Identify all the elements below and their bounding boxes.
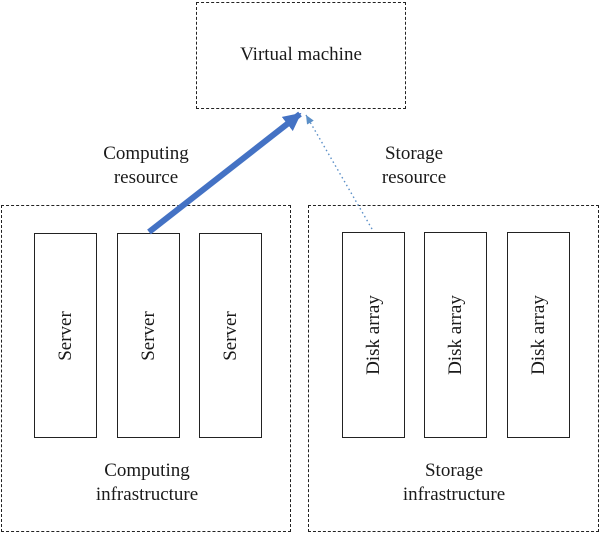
- server-label: Server: [137, 310, 159, 361]
- disk-array-label: Disk array: [362, 295, 384, 375]
- disk-array-box: Disk array: [424, 232, 487, 438]
- disk-array-label: Disk array: [527, 295, 549, 375]
- server-box: Server: [34, 233, 97, 438]
- computing-resource-label: Computing resource: [103, 143, 189, 188]
- virtual-machine-label: Virtual machine: [240, 44, 362, 65]
- server-box: Server: [199, 233, 262, 438]
- storage-infrastructure-label: Storage infrastructure: [402, 460, 506, 505]
- disk-array-box: Disk array: [507, 232, 570, 438]
- computing-infrastructure-box: Server Server Server Computing infrastru…: [1, 205, 291, 532]
- storage-infrastructure-box: Disk array Disk array Disk array Storage…: [308, 205, 599, 532]
- disk-array-label: Disk array: [444, 295, 466, 375]
- computing-infrastructure-label: Computing infrastructure: [95, 460, 199, 505]
- storage-resource-label: Storage resource: [381, 143, 447, 188]
- disk-array-box: Disk array: [342, 232, 405, 438]
- virtual-machine-box: Virtual machine: [196, 2, 406, 109]
- server-label: Server: [219, 310, 241, 361]
- server-box: Server: [117, 233, 180, 438]
- server-label: Server: [54, 310, 76, 361]
